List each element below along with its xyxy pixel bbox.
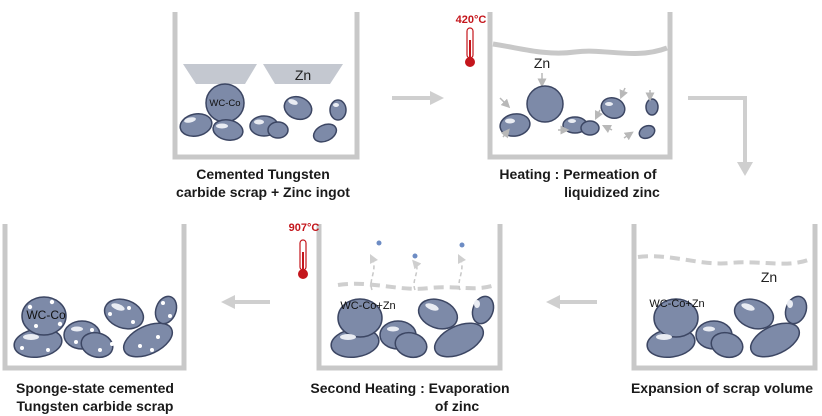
particle (21, 296, 67, 336)
step-3-wcco-zn-label: WC-Co+Zn (649, 298, 704, 310)
step-5-wcco-label: WC-Co (26, 308, 66, 322)
particle (179, 112, 213, 138)
zinc-ingot-left (183, 64, 257, 84)
step-2-container (487, 12, 673, 160)
step-2-caption-line-1: Heating : Permeation of (499, 166, 656, 182)
zinc-ingot-right (263, 64, 343, 84)
particle (645, 98, 659, 116)
flow-arrow-icon (546, 295, 597, 309)
step-3-highlights (656, 300, 793, 340)
particle (653, 298, 699, 338)
step-2-particles (499, 85, 659, 140)
particle (122, 322, 174, 358)
step-4-container (316, 224, 503, 371)
step-4-highlights (340, 300, 480, 340)
step-1-wcco-label: WC-Co (209, 98, 240, 109)
step-2-caption-line-2: liquidized zinc (564, 184, 660, 200)
particle (710, 331, 744, 359)
permeation-arrows (499, 87, 655, 141)
particle (499, 113, 531, 137)
particle (267, 121, 289, 139)
step-3-container (631, 224, 818, 371)
step-5-caption-line-2: Tungsten carbide scrap (17, 398, 174, 414)
step-2-temperature: 420°C (456, 14, 487, 26)
particle (394, 331, 428, 359)
particle (433, 322, 485, 358)
particle (329, 99, 347, 121)
flow-arrow-icon (688, 96, 753, 176)
evaporation-arrows (369, 253, 467, 291)
step-2-highlights (505, 102, 613, 124)
step-2-panel: 420°C Zn Heating : Permeati (456, 12, 673, 200)
thermometer-icon (298, 239, 308, 279)
particle (154, 295, 178, 325)
particle (212, 119, 244, 141)
liquid-zinc-surface (492, 41, 668, 56)
particle (471, 295, 495, 325)
zinc-vapor-dots (376, 240, 465, 259)
particle (283, 95, 313, 121)
particle (80, 331, 114, 359)
step-3-caption-line-1: Expansion of scrap volume (631, 380, 813, 396)
step-1-panel: Zn WC-Co Cemented Tungsten carbide scrap… (172, 12, 360, 200)
particle (526, 85, 564, 123)
step-1-container (172, 12, 360, 160)
step-2-zn-label: Zn (534, 55, 550, 71)
step-5-container (2, 224, 187, 371)
evaporating-zinc-surface (337, 281, 496, 291)
step-4-wcco-zn-label: WC-Co+Zn (340, 300, 395, 312)
particle (600, 96, 626, 120)
flow-arrow-icon (221, 295, 270, 309)
flow-arrow-icon (392, 91, 444, 105)
sponge-pores (20, 299, 172, 352)
step-3-zn-label: Zn (761, 269, 777, 285)
particle (337, 298, 383, 338)
step-4-temperature: 907°C (289, 222, 320, 234)
particle (638, 124, 656, 140)
step-1-zn-label: Zn (295, 67, 311, 83)
step-4-caption-line-1: Second Heating : Evaporation (310, 380, 509, 396)
particle (580, 120, 600, 136)
step-1-caption-line-2: carbide scrap + Zinc ingot (176, 184, 350, 200)
step-3-particles (646, 295, 808, 359)
step-5-caption-line-1: Sponge-state cemented (16, 380, 174, 396)
step-4-panel: 907°C WC-Co+Zn Second He (289, 222, 510, 414)
step-5-highlights (23, 303, 125, 340)
step-4-caption-line-2: of zinc (435, 398, 480, 414)
particle (749, 322, 801, 358)
step-1-particles (179, 83, 347, 143)
step-5-panel: WC-Co Sponge-state cemented Tungsten car… (2, 224, 187, 414)
thermometer-icon (465, 27, 475, 67)
particle (784, 295, 808, 325)
step-1-caption-line-1: Cemented Tungsten (196, 166, 330, 182)
particle (312, 123, 338, 143)
expanded-zinc-surface (637, 254, 809, 266)
step-1-highlights (184, 99, 339, 129)
step-5-particles (13, 295, 178, 359)
step-3-panel: Zn WC-Co+Zn Expansion of scrap volume (631, 224, 818, 396)
